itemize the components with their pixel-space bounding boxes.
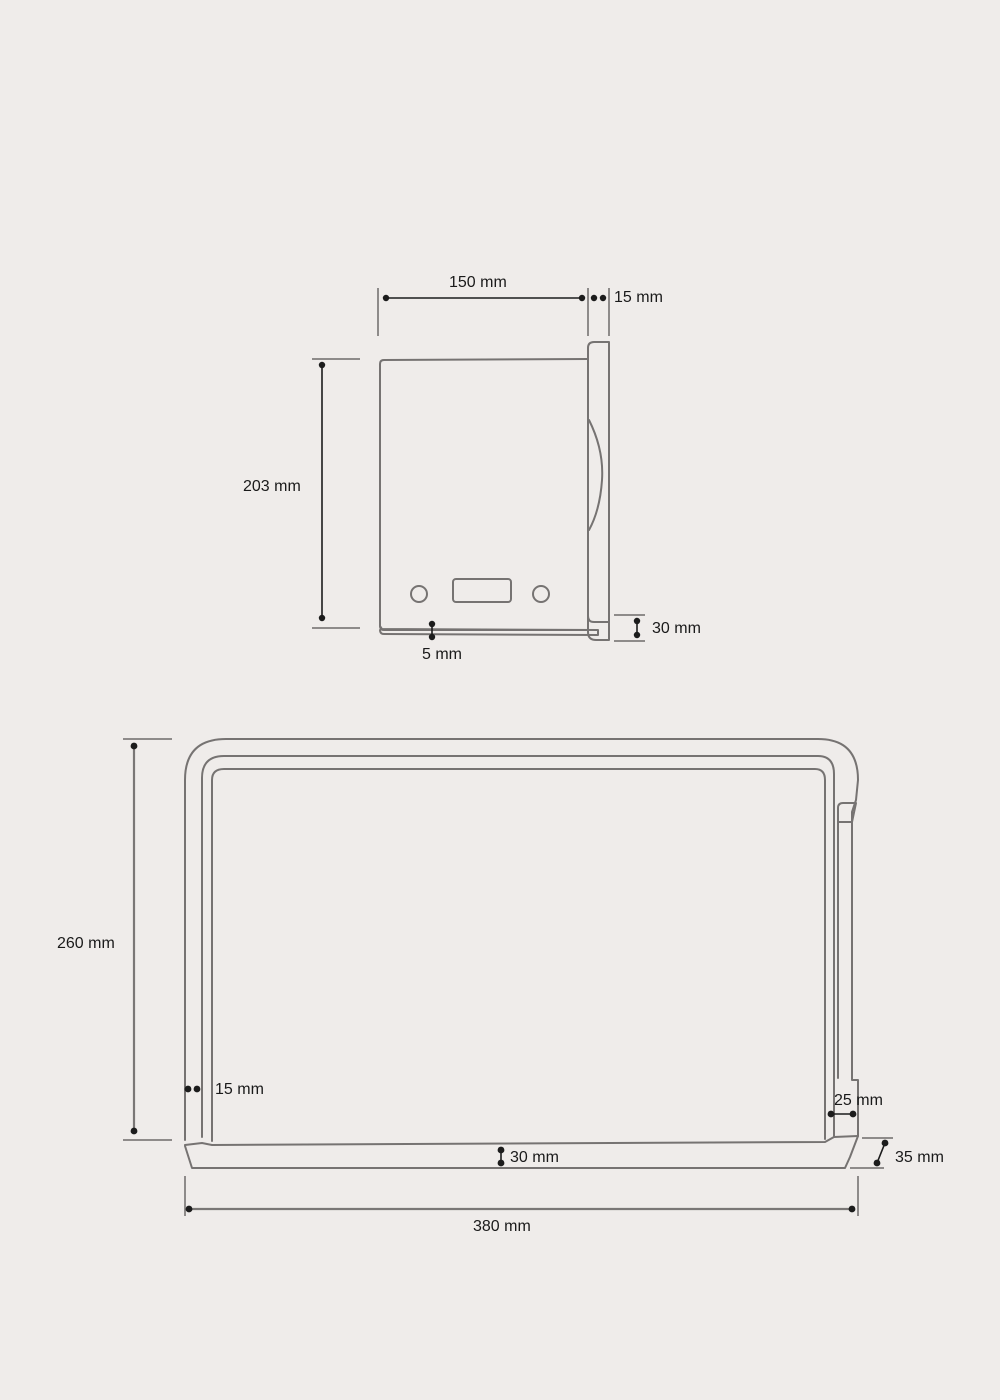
side-base-thickness-label: 5 mm [422,646,462,663]
side-view-drawing [379,341,610,641]
front-view-drawing [184,738,859,1169]
front-width-label: 380 mm [473,1218,531,1235]
side-view-dimensions [312,288,645,642]
front-foot-label: 35 mm [895,1149,944,1166]
side-width-label: 150 mm [449,274,507,291]
front-view-dimensions [123,738,893,1216]
side-foot-height-label: 30 mm [652,620,701,637]
side-rail-thickness-label: 15 mm [614,289,663,306]
side-height-label: 203 mm [243,478,301,495]
front-frame-thickness-label: 15 mm [215,1081,264,1098]
front-right-post-label: 25 mm [834,1092,883,1109]
front-base-thickness-label: 30 mm [510,1149,559,1166]
front-height-label: 260 mm [57,935,115,952]
